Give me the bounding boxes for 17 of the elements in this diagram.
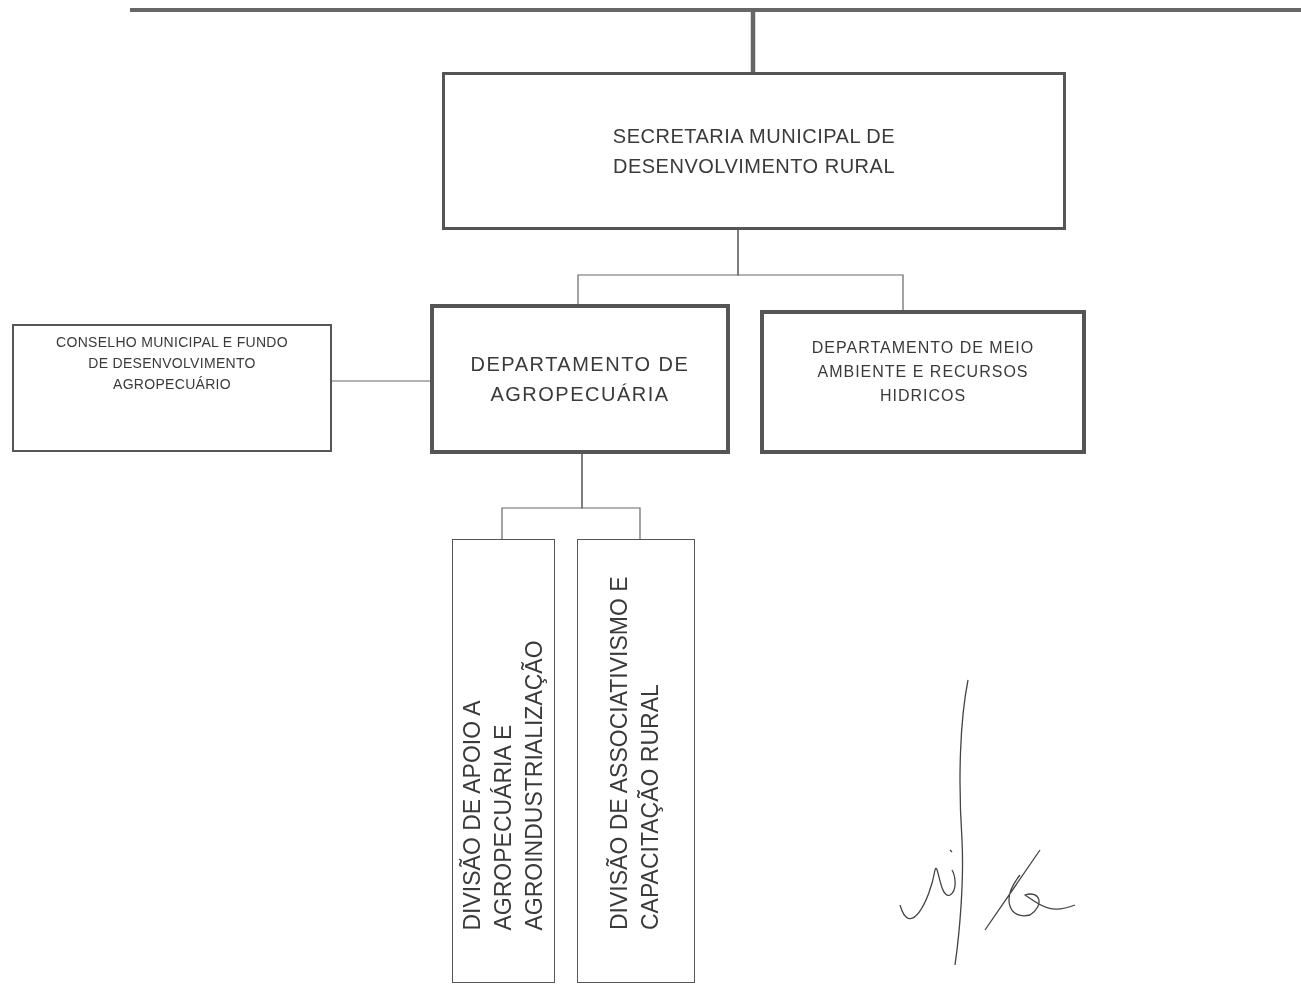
division-name: DIVISÃO DE ASSOCIATIVISMO E CAPACITAÇÃO RURAL [605,575,664,932]
department-box [430,304,730,454]
department-box [760,310,1086,454]
department-name: CONSELHO MUNICIPAL E FUNDO DE DESENVOLVIMENTO AGROPECUÁRIO [55,333,289,394]
org-bar [130,8,1301,12]
department-box [442,72,1066,230]
department-name: DEPARTAMENTO DE MEIO AMBIENTE E RECURSOS HIDRICOS [810,338,1036,406]
connector-line [750,12,756,72]
connector-line [737,229,904,311]
connector-line [581,453,641,540]
connector-line [331,380,431,382]
department-name: DEPARTAMENTO DE AGROPECUÁRIA [469,352,691,407]
department-name: SECRETARIA MUNICIPAL DE DESENVOLVIMENTO RURAL [611,124,897,179]
division-name: DIVISÃO DE APOIO A AGROPECUÁRIA E AGROINDUSTRIALIZAÇÃO [457,638,548,933]
division-box [452,539,555,983]
council-box [12,324,332,452]
division-box [577,539,695,983]
